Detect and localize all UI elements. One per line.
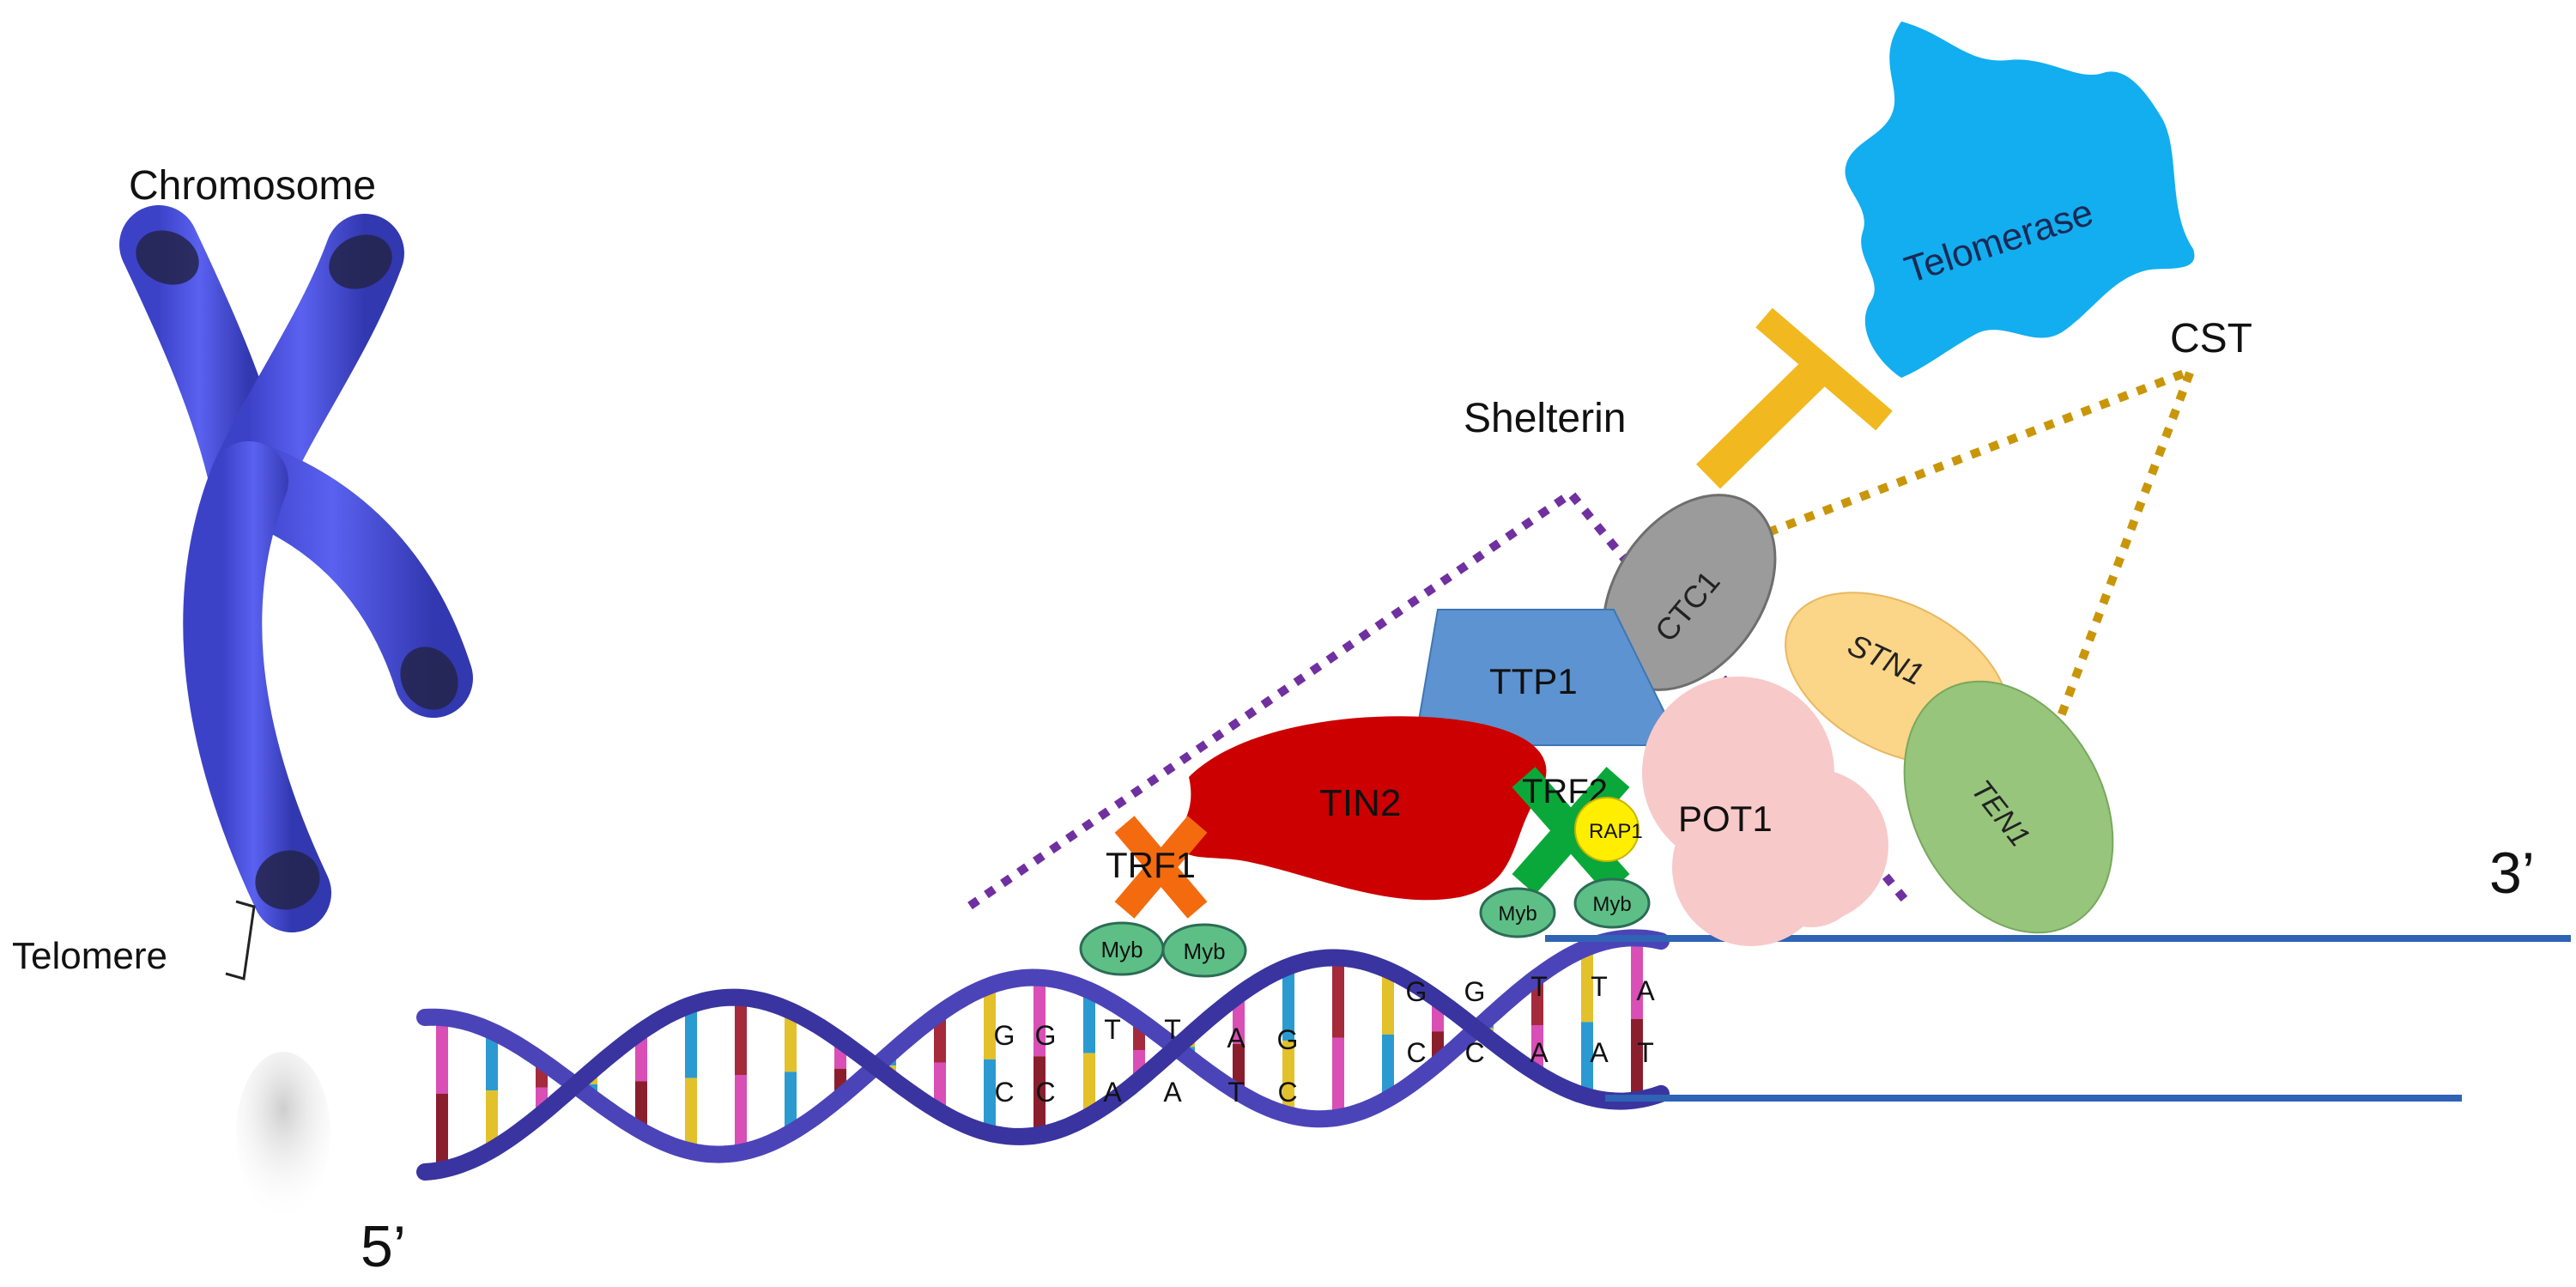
telomere-bracket [225, 900, 256, 980]
base-letter-top: T [1164, 1014, 1181, 1045]
telomerase-protein [1845, 21, 2195, 378]
base-letter-bottom: C [1464, 1037, 1484, 1068]
five-prime-label: 5’ [361, 1214, 406, 1279]
base-letter-top: G [1277, 1024, 1299, 1055]
base-letter-top: G [994, 1020, 1015, 1051]
dna-backbone-strand [416, 949, 1670, 1181]
inhibition-symbol [1696, 307, 1893, 489]
chromosome-telomere-tip [329, 234, 392, 289]
ten1-protein [1903, 680, 2114, 934]
trf2-protein [1512, 767, 1630, 895]
myb-domain: Myb [1573, 877, 1651, 929]
base-letter-bottom: A [1103, 1077, 1122, 1108]
base-letter-top: G [1035, 1020, 1057, 1051]
base-letter-bottom: C [1406, 1037, 1426, 1068]
shelterin-label: Shelterin [1464, 396, 1626, 441]
telomere-label: Telomere [12, 935, 167, 977]
svg-text:Myb: Myb [1592, 893, 1631, 916]
dna-backbone-strand [416, 929, 1670, 1163]
base-letter-bottom: A [1590, 1037, 1609, 1068]
cst-outline [1767, 363, 2198, 738]
base-letter-bottom: C [994, 1077, 1014, 1108]
chromosome-telomere-tip [136, 230, 199, 285]
tin2-protein [1179, 716, 1547, 901]
pot1-protein [1642, 677, 1888, 946]
base-letter-top: T [1591, 971, 1608, 1002]
base-letter-top: A [1227, 1023, 1246, 1053]
chromosome-telomere-tip [400, 647, 458, 710]
tin2-label: TIN2 [1319, 782, 1401, 824]
cst-label: CST [2170, 316, 2252, 361]
base-letter-bottom: A [1163, 1077, 1182, 1108]
shelterin-outline [967, 488, 1913, 910]
myb-domain: Myb [1079, 921, 1165, 976]
base-letter-top: G [1406, 976, 1427, 1007]
base-letter-top: T [1104, 1014, 1121, 1045]
dna-double-helix [416, 929, 1670, 1181]
chromosome-reflection [236, 1052, 330, 1215]
base-letter-top: G [1464, 976, 1486, 1007]
svg-text:Myb: Myb [1183, 938, 1225, 964]
three-prime-label: 3’ [2489, 841, 2535, 906]
chromosome-telomere-tip [255, 850, 320, 910]
pot1-label: POT1 [1678, 798, 1773, 839]
rap1-protein [1574, 797, 1640, 862]
base-letter-top: T [1530, 971, 1548, 1002]
base-letter-bottom: A [1530, 1037, 1549, 1068]
base-letter-top: A [1636, 975, 1655, 1006]
base-letter-bottom: T [1227, 1077, 1245, 1108]
chromosome [119, 205, 473, 1215]
svg-text:Myb: Myb [1498, 902, 1537, 926]
svg-text:Myb: Myb [1100, 937, 1143, 962]
trf1-protein [1114, 816, 1208, 919]
chromosome-label: Chromosome [129, 163, 376, 209]
rap1-label: RAP1 [1589, 820, 1643, 843]
base-letter-bottom: C [1035, 1077, 1055, 1108]
myb-domain: Myb [1161, 923, 1247, 978]
chromosome-arm-lower-left [183, 441, 331, 932]
myb-domain: Myb [1479, 887, 1556, 938]
base-letter-bottom: T [1637, 1037, 1654, 1068]
trf1-label: TRF1 [1106, 845, 1196, 885]
ttp1-label: TTP1 [1489, 661, 1578, 701]
base-letter-bottom: C [1277, 1077, 1297, 1108]
